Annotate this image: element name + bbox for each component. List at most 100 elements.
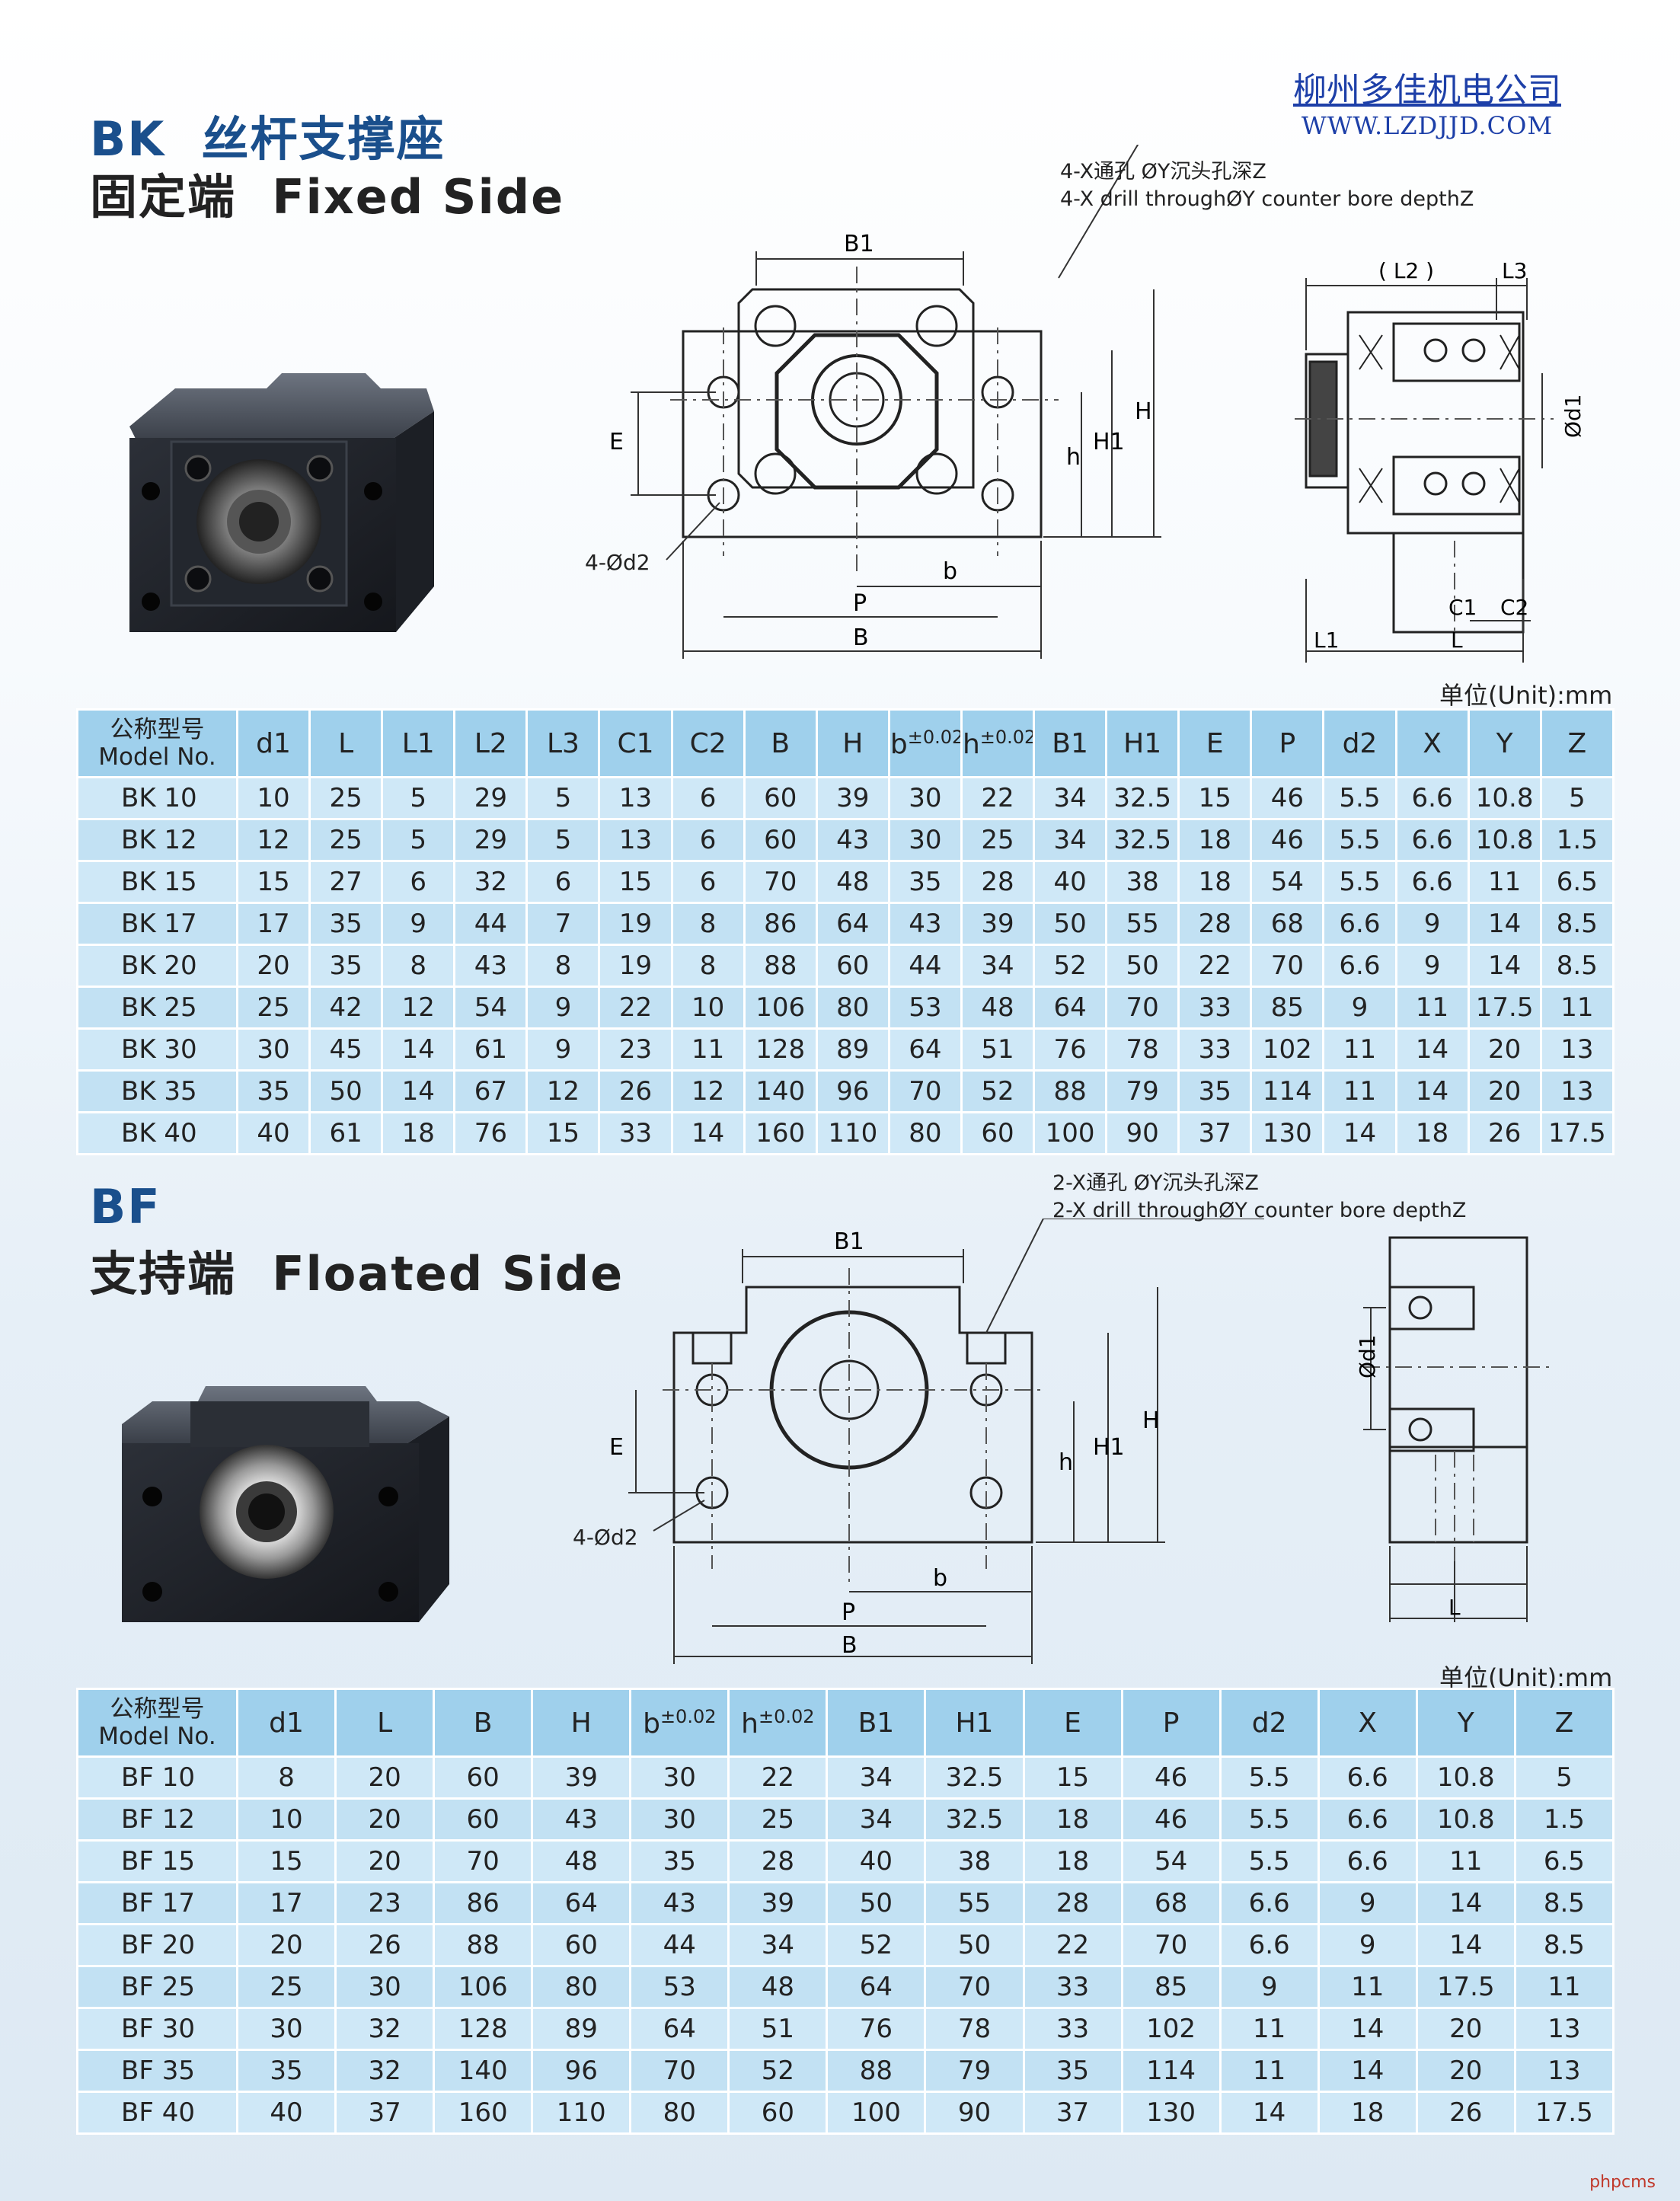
table-cell: 34 bbox=[1033, 776, 1108, 820]
bf-title: BF bbox=[90, 1179, 161, 1235]
table-cell: 51 bbox=[727, 2007, 829, 2051]
table-cell: 9 bbox=[1317, 1881, 1418, 1925]
table-cell: 35 bbox=[1177, 1069, 1253, 1113]
table-cell: 40 bbox=[826, 1839, 927, 1883]
table-cell: 78 bbox=[924, 2007, 1025, 2051]
table-cell: 14 bbox=[1317, 2049, 1418, 2093]
table-cell: 55 bbox=[924, 1881, 1025, 1925]
table-cell: 60 bbox=[815, 944, 890, 988]
table-cell: 9 bbox=[525, 1027, 601, 1072]
table-cell: 38 bbox=[1105, 860, 1180, 904]
bk-header-h: H bbox=[815, 708, 890, 778]
table-cell: 55 bbox=[1105, 902, 1180, 946]
table-cell: 17 bbox=[235, 902, 311, 946]
company-name: 柳州多佳机电公司 bbox=[1293, 71, 1561, 110]
table-cell: 10 bbox=[235, 1797, 337, 1842]
bk-dim-l1: L1 bbox=[1314, 628, 1339, 653]
table-cell: 13 bbox=[598, 818, 673, 862]
table-cell: 30 bbox=[629, 1755, 730, 1800]
table-cell: 48 bbox=[960, 985, 1036, 1030]
table-cell: 15 bbox=[1177, 776, 1253, 820]
bk-header-b-small: b±0.02 bbox=[887, 708, 963, 778]
bf-dim-h-small: h bbox=[1059, 1449, 1073, 1476]
bk-header-d2: d2 bbox=[1322, 708, 1397, 778]
table-cell: 15 bbox=[1022, 1755, 1123, 1800]
table-cell: 60 bbox=[743, 818, 818, 862]
table-cell: 130 bbox=[1120, 2091, 1222, 2135]
table-cell: 6.6 bbox=[1317, 1797, 1418, 1842]
table-cell: 90 bbox=[1105, 1111, 1180, 1155]
table-cell: 17.5 bbox=[1415, 1965, 1516, 2009]
table-cell: 18 bbox=[1022, 1797, 1123, 1842]
table-cell: 128 bbox=[433, 2007, 534, 2051]
table-cell: 30 bbox=[334, 1965, 436, 2009]
table-cell: 12 bbox=[525, 1069, 601, 1113]
table-cell: 64 bbox=[531, 1881, 632, 1925]
bf-header-e: E bbox=[1022, 1688, 1123, 1758]
table-cell: 22 bbox=[1022, 1923, 1123, 1967]
table-cell: 96 bbox=[531, 2049, 632, 2093]
table-cell: 80 bbox=[887, 1111, 963, 1155]
table-cell: 33 bbox=[1177, 1027, 1253, 1072]
table-cell: 28 bbox=[1177, 902, 1253, 946]
table-cell: 52 bbox=[727, 2049, 829, 2093]
bf-subtitle-en: Floated Side bbox=[272, 1246, 624, 1302]
table-cell: 79 bbox=[1105, 1069, 1180, 1113]
table-cell: 25 bbox=[235, 985, 311, 1030]
table-cell: 25 bbox=[235, 1965, 337, 2009]
table-cell: 28 bbox=[960, 860, 1036, 904]
table-cell: 13 bbox=[1513, 2049, 1615, 2093]
table-cell: 32.5 bbox=[1105, 818, 1180, 862]
bk-dim-b: B bbox=[853, 625, 869, 651]
table-cell: 5 bbox=[381, 818, 456, 862]
bf-dim-d1: Ød1 bbox=[1355, 1334, 1380, 1378]
table-cell: 20 bbox=[1415, 2049, 1516, 2093]
table-cell: 52 bbox=[1033, 944, 1108, 988]
company-url[interactable]: WWW.LZDJJD.COM bbox=[1301, 111, 1554, 140]
table-cell: 78 bbox=[1105, 1027, 1180, 1072]
table-cell: 10.8 bbox=[1467, 776, 1542, 820]
table-cell: 20 bbox=[334, 1839, 436, 1883]
table-cell: 6 bbox=[670, 860, 746, 904]
bk-dim-l3: L3 bbox=[1502, 258, 1527, 283]
table-cell: 70 bbox=[924, 1965, 1025, 2009]
bk-front-drawing: B1 E h H1 H b P B bbox=[609, 145, 1161, 659]
bf-header-d2: d2 bbox=[1218, 1688, 1320, 1758]
table-cell: 110 bbox=[531, 2091, 632, 2135]
table-cell: 89 bbox=[531, 2007, 632, 2051]
table-cell: 102 bbox=[1250, 1027, 1325, 1072]
bk-header-d1: d1 bbox=[235, 708, 311, 778]
bk-dim-l2: ( L2 ) bbox=[1378, 258, 1434, 283]
table-cell: 30 bbox=[235, 1027, 311, 1072]
table-cell: 67 bbox=[453, 1069, 529, 1113]
table-cell: 61 bbox=[453, 1027, 529, 1072]
bk-header-l2: L2 bbox=[453, 708, 529, 778]
table-cell: 25 bbox=[960, 818, 1036, 862]
table-cell: 85 bbox=[1120, 1965, 1222, 2009]
footer-watermark: phpcms bbox=[1589, 2173, 1656, 2192]
bf-header-z: Z bbox=[1513, 1688, 1615, 1758]
table-cell: 18 bbox=[381, 1111, 456, 1155]
table-cell: 14 bbox=[381, 1027, 456, 1072]
table-cell: 6.6 bbox=[1317, 1839, 1418, 1883]
table-cell: 30 bbox=[629, 1797, 730, 1842]
table-cell: 128 bbox=[743, 1027, 818, 1072]
table-cell: 160 bbox=[433, 2091, 534, 2135]
table-cell: 32.5 bbox=[924, 1755, 1025, 1800]
table-cell: 26 bbox=[598, 1069, 673, 1113]
table-cell: 14 bbox=[1394, 1027, 1470, 1072]
table-cell: 48 bbox=[727, 1965, 829, 2009]
table-cell: 19 bbox=[598, 902, 673, 946]
table-cell: 6.6 bbox=[1322, 902, 1397, 946]
bk-side-drawing: ( L2 ) L3 Ød1 C1 C2 L1 L bbox=[1295, 258, 1586, 663]
table-cell: 76 bbox=[1033, 1027, 1108, 1072]
table-cell: 20 bbox=[235, 944, 311, 988]
bf-header-l: L bbox=[334, 1688, 436, 1758]
table-cell-model: BK 20 bbox=[76, 944, 238, 988]
